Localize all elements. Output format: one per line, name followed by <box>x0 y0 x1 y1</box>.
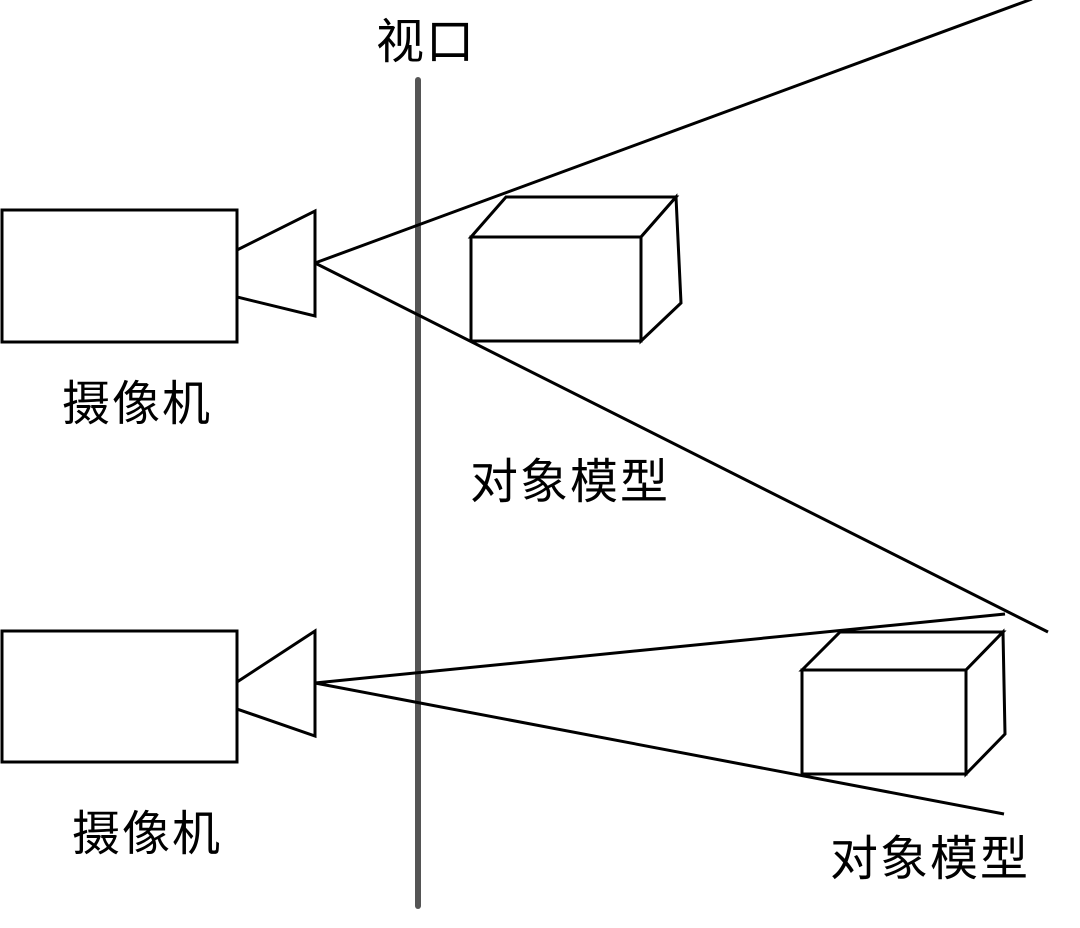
object-model-bottom-label: 对象模型 <box>830 831 1031 887</box>
frustum-bottom-upper-edge <box>314 612 1006 685</box>
camera-top-icon <box>0 208 317 344</box>
frustum-bottom-lower-edge <box>314 681 1005 816</box>
camera-top-lens <box>235 208 317 318</box>
camera-bottom-body <box>0 629 239 764</box>
object-model-top-label: 对象模型 <box>470 454 671 510</box>
camera-top-body <box>0 208 239 344</box>
frustum-top-lower-edge <box>314 261 1049 634</box>
box-top-front-face <box>469 235 643 343</box>
scene-top <box>0 0 1049 634</box>
scene-bottom <box>0 612 1007 816</box>
box-bottom-front-face <box>800 668 968 776</box>
object-model-bottom-icon <box>798 628 1007 778</box>
camera-bottom-label: 摄像机 <box>72 806 223 862</box>
frustum-top-upper-edge <box>314 0 1033 265</box>
camera-top-label: 摄像机 <box>62 376 213 432</box>
camera-bottom-icon <box>0 628 317 764</box>
object-model-top-icon <box>467 193 683 345</box>
viewport-label: 视口 <box>376 14 477 70</box>
camera-bottom-lens <box>235 628 317 739</box>
